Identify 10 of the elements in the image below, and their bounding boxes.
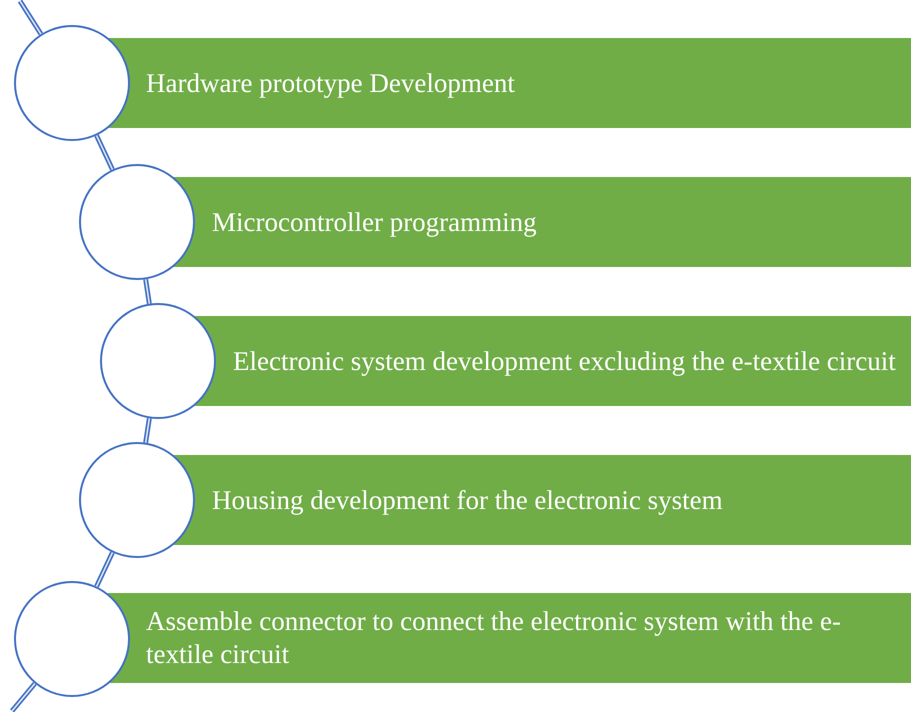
step-label: Electronic system development excluding the e-textile circuit — [233, 344, 896, 378]
step-label: Assemble connector to connect the electronic system with the e-textile circuit — [146, 605, 842, 671]
step-bar — [195, 316, 911, 406]
step-bar — [172, 455, 911, 545]
step-bar — [108, 593, 911, 683]
step-label: Housing development for the electronic system — [212, 484, 723, 516]
step-label: Microcontroller programming — [212, 206, 537, 238]
step-bar — [108, 38, 911, 128]
step-bar — [172, 177, 911, 267]
step-label: Hardware prototype Development — [146, 66, 515, 100]
